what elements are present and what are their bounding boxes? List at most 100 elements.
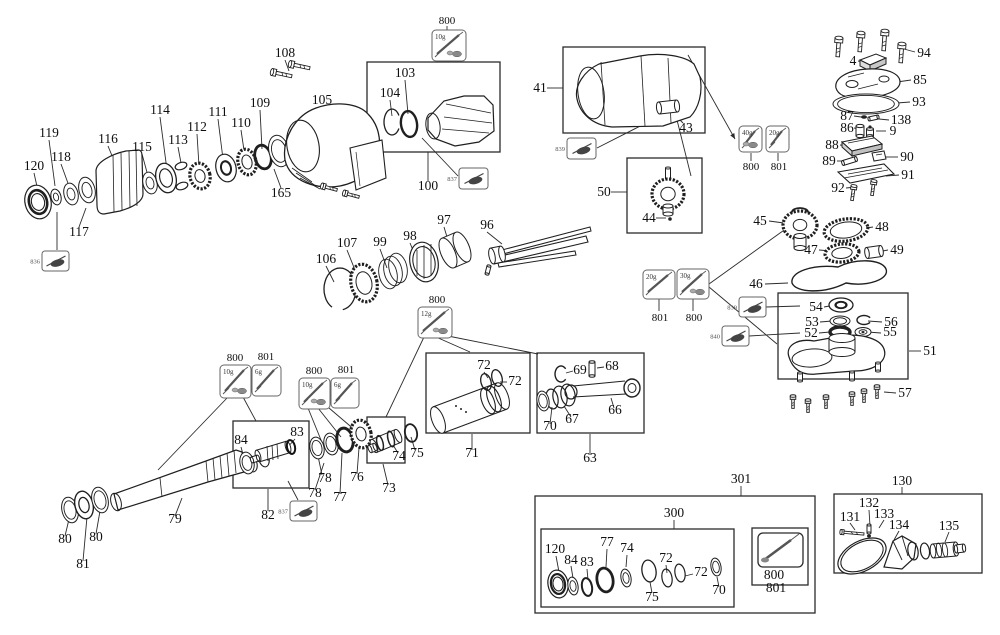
part-label-134: 134 — [889, 517, 910, 532]
leader-line — [944, 531, 950, 543]
part-shape — [861, 331, 865, 333]
grease-qty-label: 10g — [223, 368, 234, 376]
screw-part — [881, 35, 887, 52]
part-shape — [640, 55, 646, 127]
screw-part — [791, 402, 795, 404]
grease-qty-label: 30g — [680, 272, 691, 280]
screw-part — [836, 47, 841, 50]
screw-part — [791, 404, 795, 406]
screw-part — [836, 50, 840, 53]
part-shape — [659, 111, 678, 115]
part-shape — [835, 301, 847, 309]
grease-tube-nozzle-icon — [458, 31, 464, 36]
grease-tube-nozzle-icon — [322, 379, 328, 384]
part-shape — [276, 443, 279, 460]
screw-part — [882, 44, 886, 47]
leader-line — [287, 480, 299, 501]
leader-line — [549, 406, 553, 425]
part-label-105: 105 — [312, 92, 333, 107]
part-shape — [538, 393, 548, 409]
screw-icon — [860, 388, 868, 403]
part-shape — [175, 181, 189, 191]
part-shape — [761, 557, 769, 563]
part-shape — [843, 169, 889, 179]
screw-part — [824, 398, 828, 409]
applicator-icon — [50, 259, 65, 267]
part-shape — [486, 385, 502, 413]
part-shape — [658, 100, 678, 114]
part-label-71: 71 — [465, 445, 479, 460]
grease-blob-icon — [748, 141, 758, 149]
screw-part — [303, 65, 306, 69]
part-shape — [445, 103, 492, 114]
part-label-79: 79 — [168, 511, 182, 526]
leader-line — [625, 554, 628, 568]
part-shape — [866, 531, 872, 535]
part-label-80: 80 — [89, 529, 103, 544]
applicator-handle-icon — [46, 255, 66, 267]
part-shape — [856, 126, 864, 136]
group-box — [534, 495, 816, 614]
applicator-icon — [298, 509, 313, 517]
leader-line — [259, 109, 263, 150]
part-shape — [455, 405, 457, 407]
grease-tag-label: 800 — [686, 312, 703, 324]
screw-icon — [320, 182, 338, 192]
part-shape — [868, 125, 872, 129]
screw-part — [856, 30, 866, 36]
part-label-67: 67 — [565, 411, 579, 426]
part-label-77: 77 — [333, 489, 347, 504]
part-shape — [135, 149, 138, 207]
part-label-43: 43 — [679, 120, 693, 135]
part-shape — [212, 457, 216, 481]
part-shape — [929, 543, 937, 559]
part-label-86: 86 — [840, 120, 854, 135]
screw-icon — [822, 394, 830, 409]
applicator-handle-icon — [464, 172, 484, 185]
part-label-75: 75 — [410, 445, 424, 460]
part-shape — [580, 577, 594, 597]
part-label-80: 80 — [58, 531, 72, 546]
leader-line — [565, 370, 574, 374]
part-shape — [793, 245, 807, 251]
part-shape — [484, 265, 488, 274]
part-label-68: 68 — [605, 358, 619, 373]
part-shape — [828, 347, 856, 357]
part-shape — [433, 382, 507, 434]
part-shape — [378, 258, 398, 290]
part-label-131: 131 — [840, 509, 860, 524]
leader-line — [177, 146, 182, 164]
leader-line — [382, 463, 389, 486]
part-shape — [790, 533, 800, 541]
leader-line — [421, 137, 459, 177]
group-box — [626, 157, 703, 234]
screw-part — [824, 402, 828, 404]
part-shape — [286, 119, 320, 173]
part-shape — [843, 160, 857, 166]
part-shape — [864, 247, 870, 259]
screw-icon — [873, 384, 881, 399]
part-label-113: 113 — [168, 132, 188, 147]
part-shape — [875, 361, 881, 365]
grease-tag-label: 801 — [338, 364, 355, 376]
leader-line — [818, 331, 831, 334]
part-shape — [255, 454, 261, 462]
screw-part — [870, 179, 878, 183]
group-box — [833, 493, 983, 574]
screw-part — [875, 388, 879, 399]
part-shape — [861, 115, 867, 119]
part-label-76: 76 — [350, 469, 364, 484]
grease-tube-plunger-icon — [301, 398, 309, 406]
part-shape — [219, 160, 233, 176]
part-shape — [572, 393, 627, 398]
screw-part — [354, 194, 356, 198]
grease-tube-nozzle-icon — [754, 127, 760, 132]
part-shape — [256, 441, 290, 462]
part-shape — [295, 172, 317, 187]
leader-line — [157, 396, 229, 471]
part-shape — [572, 380, 626, 387]
part-shape — [311, 439, 323, 457]
part-label-91: 91 — [901, 167, 915, 182]
leader-line — [379, 248, 388, 269]
applicator-handle-icon — [743, 301, 763, 313]
